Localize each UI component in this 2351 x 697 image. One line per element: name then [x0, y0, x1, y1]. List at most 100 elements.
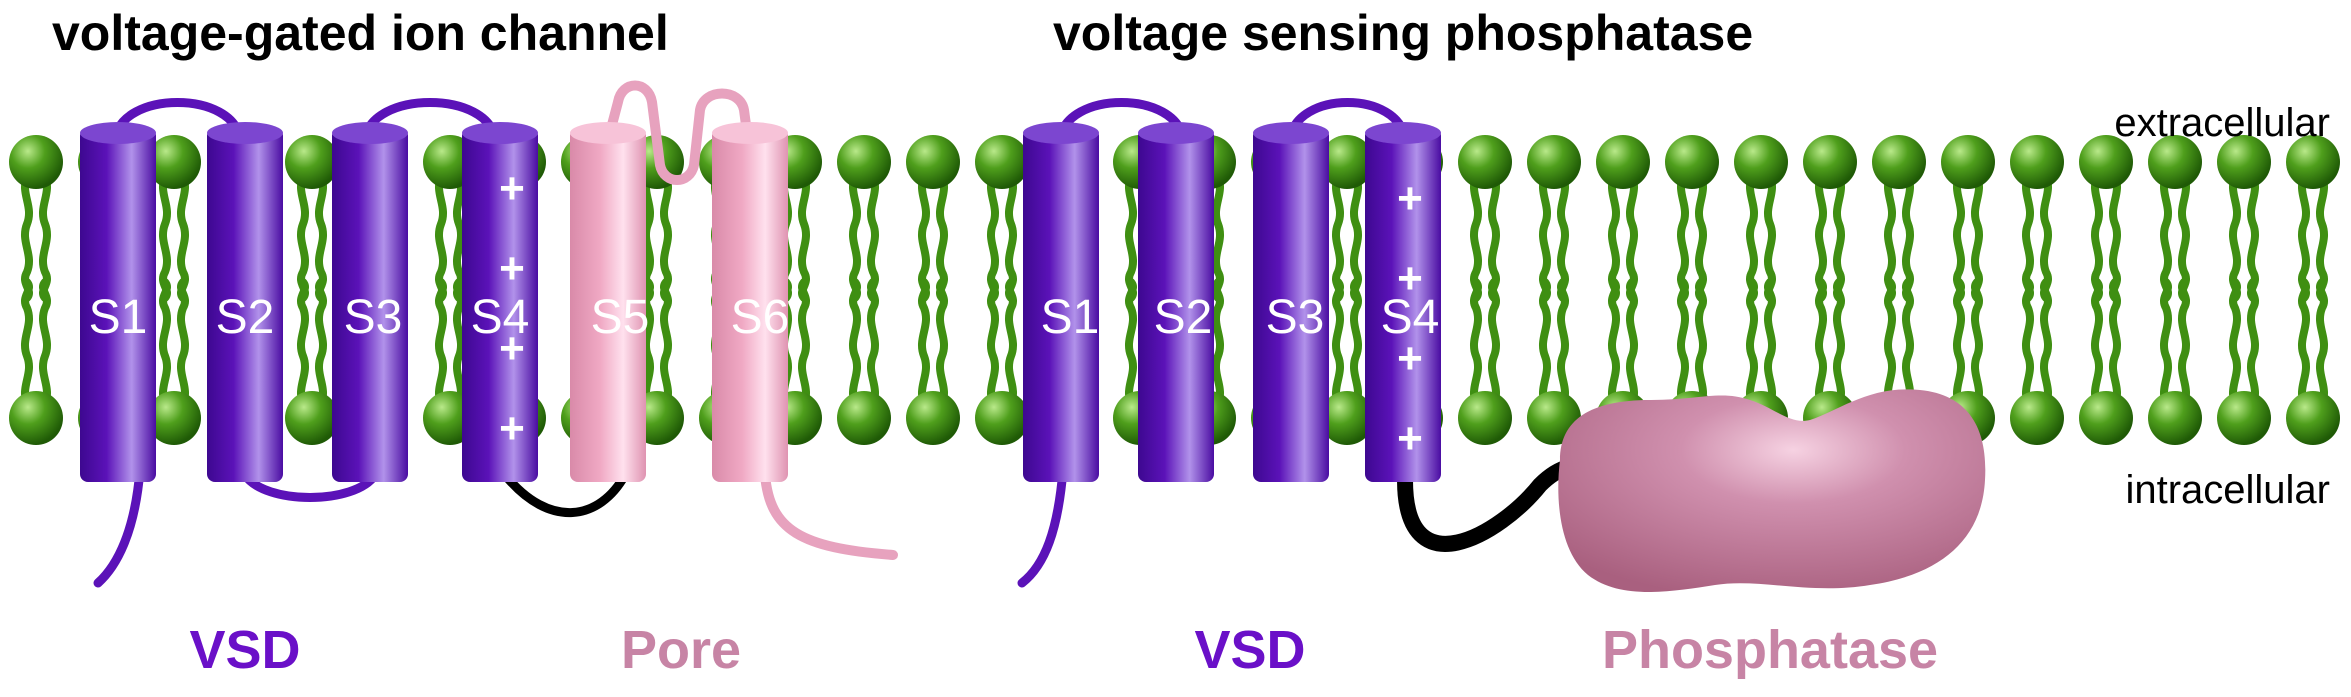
lipid-tail [2040, 278, 2052, 408]
lipid-tail [918, 278, 930, 408]
positive-charge: + [499, 324, 525, 373]
lipid-head [9, 135, 63, 189]
lipid-head [906, 391, 960, 445]
lipid-head [2148, 391, 2202, 445]
lipid-tail [936, 278, 948, 408]
lipid-head [975, 391, 1029, 445]
lipid-tail [1557, 278, 1569, 408]
lipid-tail [177, 278, 189, 408]
phosphatase-domain [1558, 389, 1986, 593]
lipid-head [2079, 391, 2133, 445]
lipid-tail [159, 278, 171, 408]
lipid-head [975, 135, 1029, 189]
lipid-head [2217, 135, 2271, 189]
lipid-tail [1626, 278, 1638, 408]
lipid-tail [849, 278, 861, 408]
helix-label: S3 [344, 291, 403, 344]
loop-s2-s3-left [241, 472, 379, 502]
pore-loop [603, 80, 753, 185]
lipid-tail [2178, 278, 2190, 408]
lipid-head [1458, 391, 1512, 445]
lipid-head [1320, 391, 1374, 445]
lipid-tail [2247, 278, 2259, 408]
lipid-head [2217, 391, 2271, 445]
lipid-tail [1470, 278, 1482, 408]
helix-s5: S5 [570, 122, 649, 482]
helix-label: S2 [1154, 291, 1213, 344]
lipid-head [837, 135, 891, 189]
lipid-tail [1746, 278, 1758, 408]
helix-s6: S6 [712, 122, 789, 482]
lipid-tail [1677, 278, 1689, 408]
positive-charge: + [1397, 334, 1423, 383]
helix-label: S1 [89, 291, 148, 344]
lipid-tail [1902, 278, 1914, 408]
lipid-tail [1005, 278, 1017, 408]
label-extracellular: extracellular [2114, 101, 2330, 145]
helix-s4-left: S4 + + + + [462, 122, 538, 482]
label-intracellular: intracellular [2125, 468, 2330, 512]
lipid-tail [1884, 278, 1896, 408]
helix-s3-left: S3 [332, 122, 408, 482]
lipid-tail [1695, 278, 1707, 408]
lipid-tail [2316, 278, 2328, 408]
lipid-head [9, 391, 63, 445]
lipid-head [1320, 135, 1374, 189]
lipid-head [285, 135, 339, 189]
lipid-head [1596, 135, 1650, 189]
lipid-tail [2229, 278, 2241, 408]
lipid-tail [435, 278, 447, 408]
helix-s3-right: S3 [1253, 122, 1329, 482]
lipid-head [837, 391, 891, 445]
lipid-tail [1971, 278, 1983, 408]
linker-s4-s5 [501, 472, 629, 517]
helix-s2-right: S2 [1138, 122, 1214, 482]
lipid-tail [1212, 278, 1224, 408]
lipid-tail [1350, 278, 1362, 408]
c-terminus-left [760, 470, 898, 560]
helix-label: S5 [591, 291, 650, 344]
lipid-tail [1815, 278, 1827, 408]
lipid-head [1458, 135, 1512, 189]
lipid-tail [315, 278, 327, 408]
lipid-tail [1332, 278, 1344, 408]
helix-s1-right: S1 [1023, 122, 1099, 482]
positive-charge: + [499, 164, 525, 213]
lipid-head [2286, 391, 2340, 445]
lipid-tail [21, 278, 33, 408]
helix-label: S6 [731, 291, 790, 344]
positive-charge: + [1397, 414, 1423, 463]
label-vsd-left: VSD [189, 620, 300, 680]
lipid-tail [2109, 278, 2121, 408]
lipid-tail [2091, 278, 2103, 408]
lipid-tail [987, 278, 999, 408]
lipid-tail [660, 278, 672, 408]
lipid-head [147, 135, 201, 189]
lipid-head [1665, 135, 1719, 189]
helix-s1-left: S1 [80, 122, 156, 482]
helix-s4-right: S4 + + + + [1365, 122, 1441, 482]
n-terminus-right [1017, 465, 1068, 588]
lipid-head [1527, 135, 1581, 189]
lipid-head [2010, 391, 2064, 445]
lipid-tail [642, 278, 654, 408]
lipid-head [2079, 135, 2133, 189]
helix-label: S3 [1266, 291, 1325, 344]
lipid-tail [39, 278, 51, 408]
lipid-head [1734, 135, 1788, 189]
lipid-head [1803, 135, 1857, 189]
lipid-head [2010, 135, 2064, 189]
title-phosphatase: voltage sensing phosphatase [1053, 5, 1753, 61]
title-ion-channel: voltage-gated ion channel [52, 5, 669, 61]
helix-label: S1 [1041, 291, 1100, 344]
lipid-tail [1539, 278, 1551, 408]
helix-label: S2 [216, 291, 275, 344]
helix-s2-left: S2 [207, 122, 283, 482]
label-vsd-right: VSD [1194, 620, 1305, 680]
lipid-head [906, 135, 960, 189]
lipid-tail [297, 278, 309, 408]
label-phosphatase: Phosphatase [1602, 620, 1938, 680]
lipid-head [1941, 135, 1995, 189]
lipid-head [2286, 135, 2340, 189]
